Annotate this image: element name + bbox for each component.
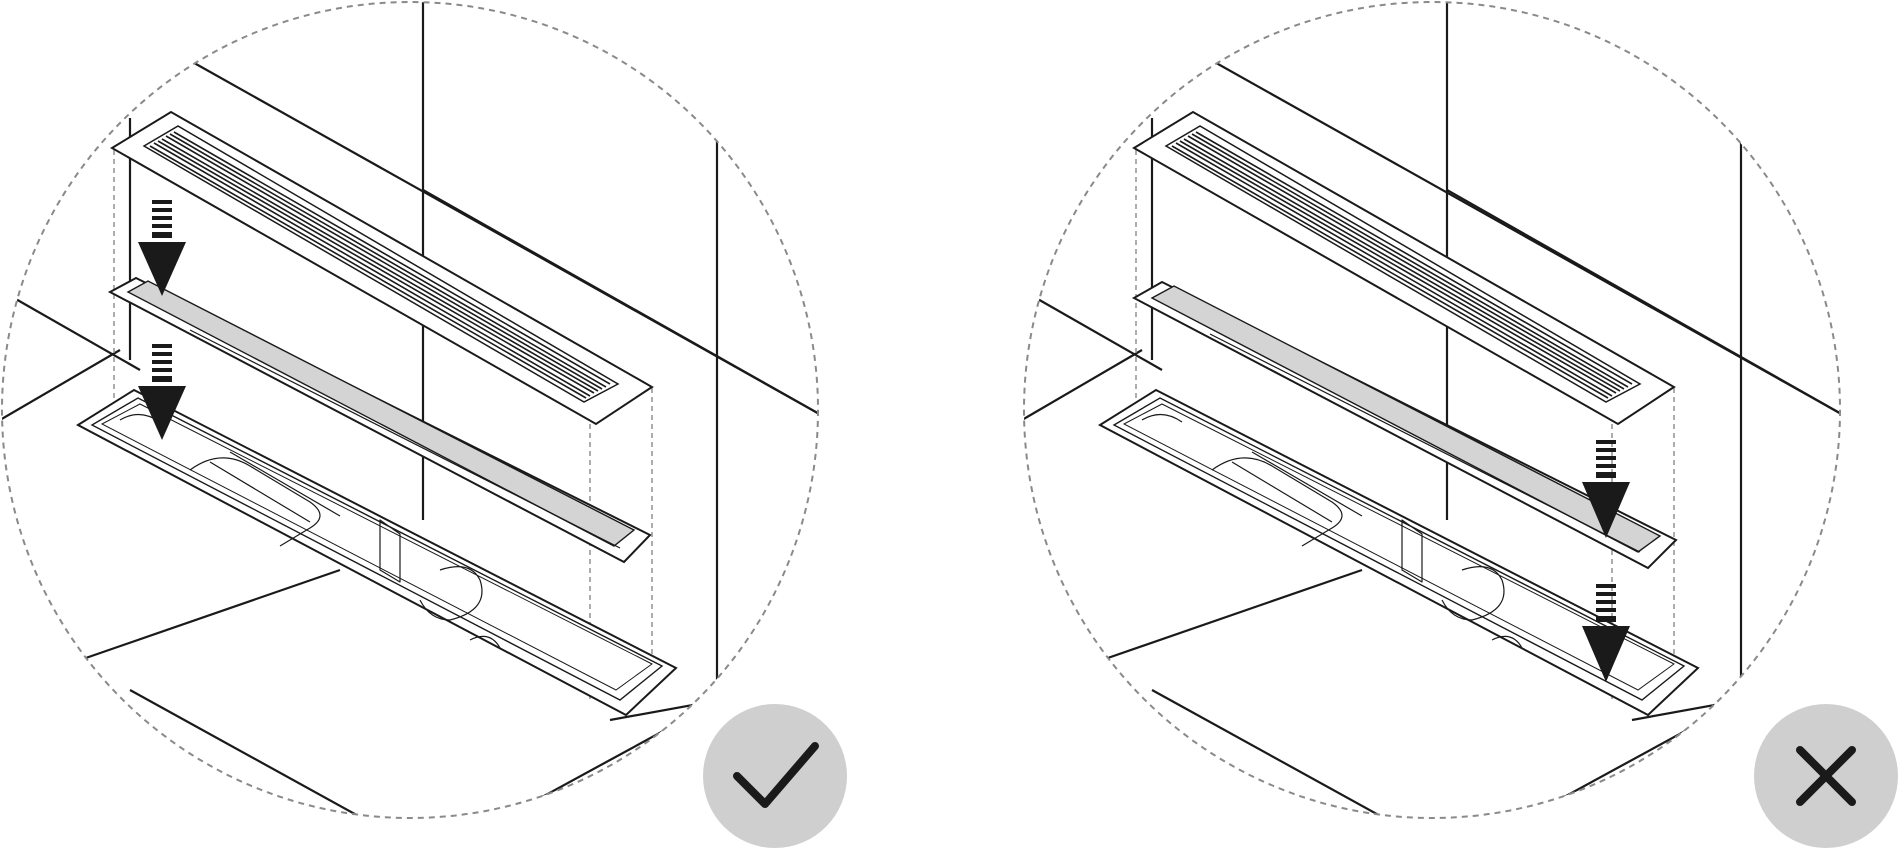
detail-circle bbox=[1, 1, 819, 819]
correct-badge bbox=[703, 704, 847, 848]
panel-incorrect bbox=[1023, 1, 1898, 848]
detail-circle bbox=[1023, 1, 1841, 819]
cross-icon bbox=[1796, 746, 1856, 806]
tile-insert bbox=[1131, 280, 1678, 570]
down-arrow-insert-to-channel bbox=[138, 344, 186, 440]
incorrect-badge bbox=[1754, 704, 1898, 848]
drain-grate bbox=[111, 111, 653, 425]
drain-channel bbox=[77, 389, 677, 716]
tile-insert bbox=[107, 276, 652, 564]
checkmark-icon bbox=[733, 742, 819, 808]
down-arrow-grate-to-insert bbox=[1582, 440, 1630, 538]
down-arrow-grate-to-insert bbox=[138, 200, 186, 296]
drain-grate bbox=[1133, 111, 1675, 425]
down-arrow-insert-to-channel bbox=[1582, 584, 1630, 682]
panel-correct bbox=[1, 1, 847, 848]
